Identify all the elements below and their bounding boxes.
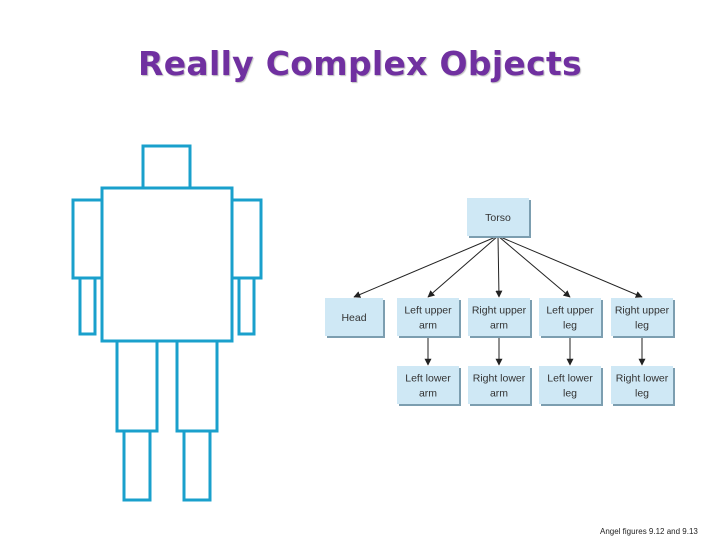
- robot-left-upper-arm: [71, 198, 104, 280]
- tree-node-label: Right lower: [616, 373, 669, 385]
- edge-torso-to-rul: [497, 235, 643, 298]
- tree-node-box: [611, 366, 673, 404]
- tree-node-lul: Left upper leg: [539, 298, 603, 338]
- robot-right-upper-leg: [175, 339, 219, 433]
- tree-node-label: Left upper: [546, 305, 594, 317]
- tree-node-label: Head: [341, 312, 366, 324]
- robot-left-lower-arm: [78, 276, 97, 336]
- robot-figure: [71, 144, 263, 502]
- tree-node-head: Head: [325, 298, 385, 338]
- tree-node-label: leg: [635, 320, 649, 332]
- slide-title: Really Complex Objects: [138, 44, 582, 83]
- robot-right-upper-arm: [230, 198, 263, 280]
- tree-node-rll: Right lower leg: [611, 366, 675, 406]
- tree-node-label: Right upper: [472, 305, 527, 317]
- tree-node-label: Left upper: [404, 305, 452, 317]
- robot-left-lower-leg: [122, 429, 152, 502]
- tree-node-torso: Torso: [467, 198, 531, 238]
- tree-node-lll: Left lower leg: [539, 366, 603, 406]
- robot-right-lower-leg: [182, 429, 212, 502]
- tree-node-box: [468, 366, 530, 404]
- tree-node-box: [397, 366, 459, 404]
- tree-node-lua: Left upper arm: [397, 298, 461, 338]
- tree-node-box: [397, 298, 459, 336]
- tree-edges: [353, 235, 646, 366]
- edge-torso-to-lul: [497, 235, 571, 298]
- robot-right-lower-arm: [237, 276, 256, 336]
- tree-node-lla: Left lower arm: [397, 366, 461, 406]
- tree-node-label: arm: [419, 320, 437, 332]
- tree-node-box: [611, 298, 673, 336]
- edge-torso-to-head: [353, 235, 499, 298]
- tree-node-label: Right upper: [615, 305, 670, 317]
- robot-torso: [100, 186, 234, 343]
- tree-node-label: Left lower: [405, 373, 451, 385]
- tree-node-label: leg: [563, 388, 577, 400]
- robot-head: [141, 144, 192, 190]
- tree-node-label: Right lower: [473, 373, 526, 385]
- tree-node-rua: Right upper arm: [468, 298, 532, 338]
- robot-left-upper-leg: [115, 339, 159, 433]
- tree-node-rla: Right lower arm: [468, 366, 532, 406]
- edge-torso-to-rua: [495, 235, 503, 298]
- tree-node-label: arm: [490, 320, 508, 332]
- tree-node-box: [468, 298, 530, 336]
- tree-node-rul: Right upper leg: [611, 298, 675, 338]
- tree-node-box: [539, 298, 601, 336]
- tree-node-label: arm: [419, 388, 437, 400]
- tree-node-label: arm: [490, 388, 508, 400]
- tree-node-label: Left lower: [547, 373, 593, 385]
- edge-torso-to-lua: [427, 235, 499, 298]
- tree-node-box: [467, 198, 529, 236]
- tree-node-label: leg: [563, 320, 577, 332]
- tree-node-box: [539, 366, 601, 404]
- figure-caption: Angel figures 9.12 and 9.13: [600, 527, 698, 536]
- tree-node-box: [325, 298, 383, 336]
- tree-node-label: leg: [635, 388, 649, 400]
- tree-node-label: Torso: [485, 212, 511, 224]
